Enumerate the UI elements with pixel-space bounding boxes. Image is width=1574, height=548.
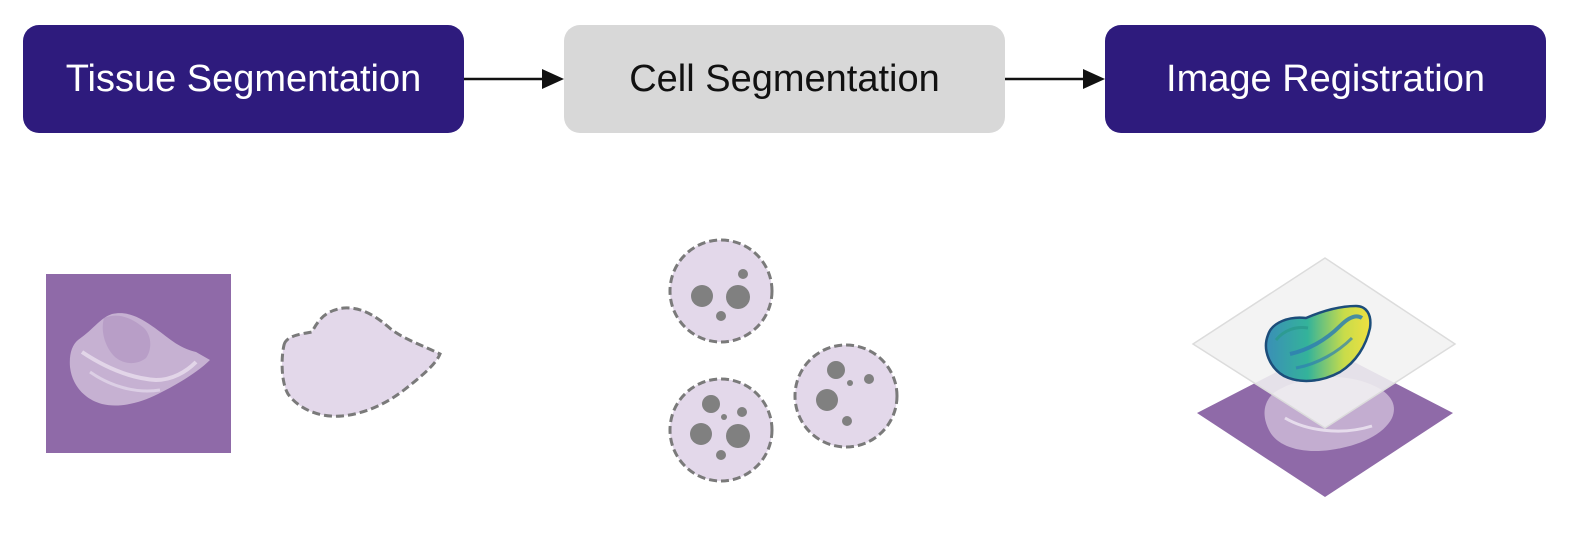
stage-tissue-segmentation: Tissue Segmentation bbox=[23, 25, 464, 133]
stage-cell-segmentation: Cell Segmentation bbox=[564, 25, 1005, 133]
stage-image-registration: Image Registration bbox=[1105, 25, 1546, 133]
tissue-mask-icon bbox=[280, 306, 442, 418]
tissue-image-icon bbox=[46, 274, 231, 453]
cell-icon bbox=[668, 238, 774, 344]
stage-label-cell-segmentation: Cell Segmentation bbox=[629, 57, 940, 100]
stage-label-image-registration: Image Registration bbox=[1166, 57, 1485, 100]
registration-stack-icon bbox=[1191, 257, 1457, 497]
arrow-right-icon bbox=[464, 69, 564, 89]
cell-icon bbox=[793, 343, 899, 449]
cell-icon bbox=[668, 377, 774, 483]
stage-label-tissue-segmentation: Tissue Segmentation bbox=[65, 57, 422, 100]
arrow-right-icon bbox=[1005, 69, 1105, 89]
